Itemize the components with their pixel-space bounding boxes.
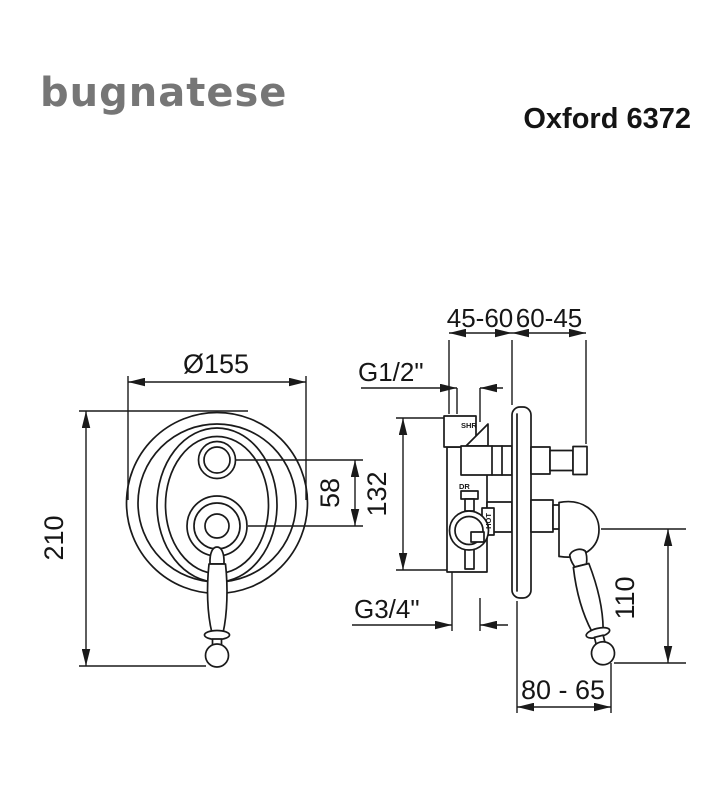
front-lever-handle bbox=[203, 546, 231, 668]
diverter-stem-cap bbox=[572, 445, 588, 476]
diverter-knob-inner bbox=[203, 446, 231, 474]
brand-logo: bugnatese bbox=[40, 70, 288, 116]
side-handle-neck bbox=[568, 548, 588, 568]
dim-spacing-label: 58 bbox=[315, 478, 345, 508]
inlet-pipe-lower bbox=[464, 548, 475, 570]
dim-drop-label: 110 bbox=[610, 576, 640, 619]
dim-body-label: 132 bbox=[362, 471, 392, 516]
dim-diameter-extensions bbox=[127, 376, 307, 500]
dim-knob-spacing: 58 bbox=[236, 459, 363, 527]
label-shower: SHR bbox=[461, 421, 477, 430]
mixer-knob-inner bbox=[204, 513, 230, 539]
dim-body-height: 132 bbox=[362, 417, 453, 571]
handle-dome-cap bbox=[558, 500, 600, 558]
inlet-cap bbox=[460, 490, 479, 500]
dim-spacing-leaders bbox=[236, 459, 363, 527]
label-hot: HOT bbox=[484, 513, 493, 529]
dim-reach-extensions bbox=[516, 601, 612, 713]
front-view bbox=[125, 411, 309, 668]
dim-reach-label: 80 - 65 bbox=[521, 675, 605, 705]
side-view: SHR DR HOT bbox=[443, 406, 616, 666]
inlet-pipe-upper bbox=[464, 498, 475, 512]
dim-depth-left-label: 45-60 bbox=[447, 303, 514, 333]
dim-depth-ranges: 45-60 60-45 bbox=[447, 303, 587, 444]
side-lever-handle bbox=[568, 548, 616, 666]
dim-height-label: 210 bbox=[39, 515, 69, 560]
connection-bottom-label: G3/4" bbox=[354, 594, 420, 624]
dim-diameter: Ø155 bbox=[127, 349, 307, 500]
dim-height-extensions bbox=[79, 410, 248, 667]
connection-top-label: G1/2" bbox=[358, 357, 424, 387]
handle-ball bbox=[204, 643, 230, 668]
dim-handle-drop: 110 bbox=[601, 528, 686, 664]
label-drain: DR bbox=[459, 482, 470, 491]
upper-cylinder-steps bbox=[491, 445, 503, 476]
diverter-stem-collar bbox=[530, 446, 551, 475]
side-handle-grip bbox=[572, 562, 604, 633]
upper-cylinder bbox=[460, 445, 513, 476]
dim-depth-extensions bbox=[448, 340, 587, 444]
dim-depth-right-label: 60-45 bbox=[516, 303, 583, 333]
dim-overall-height: 210 bbox=[39, 410, 248, 667]
handle-grip bbox=[206, 563, 228, 634]
wall-plate bbox=[511, 406, 532, 599]
handle-hub-collar bbox=[530, 499, 554, 533]
diverter-stem-shaft bbox=[549, 449, 574, 472]
dim-connection-top: G1/2" bbox=[358, 357, 503, 422]
handle-neck bbox=[209, 546, 225, 565]
cartridge-notch bbox=[470, 531, 485, 543]
dim-handle-reach: 80 - 65 bbox=[516, 601, 612, 713]
side-handle-ball bbox=[590, 640, 616, 666]
product-title: Oxford 6372 bbox=[523, 103, 691, 135]
dim-connection-bottom: G3/4" bbox=[352, 572, 508, 631]
connection-bottom-extensions bbox=[451, 572, 481, 631]
connection-top-extensions bbox=[456, 388, 481, 422]
dim-diameter-label: Ø155 bbox=[183, 349, 249, 379]
